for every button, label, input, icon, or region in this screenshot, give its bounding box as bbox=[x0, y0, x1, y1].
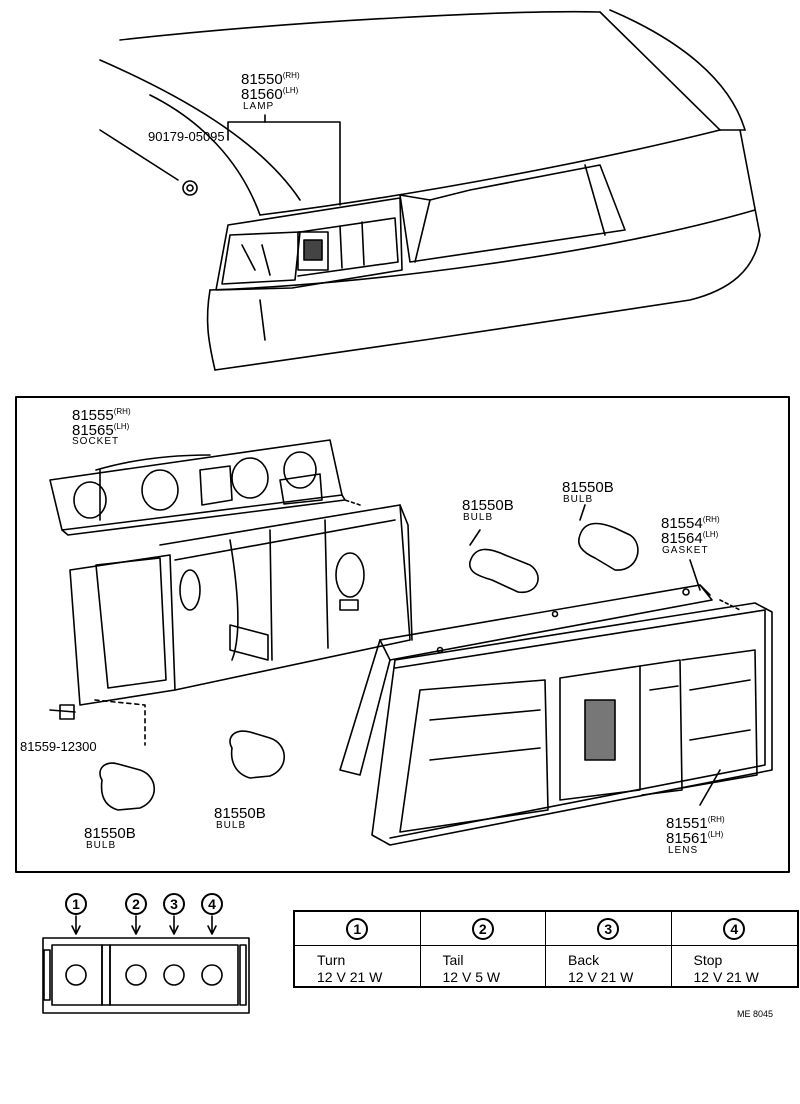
lamp-part-number-lh: 81560(LH) bbox=[241, 86, 299, 103]
lamp-housing-drawing bbox=[69, 504, 413, 706]
bulb-function: Tail bbox=[442, 952, 464, 968]
gasket-part-number-rh: 81554(RH) bbox=[661, 515, 720, 532]
header-number-2: 2 bbox=[471, 917, 494, 940]
bulb-spec-table: 1 2 3 4 Turn 12 V 21 W Tail 12 V 5 W Bac… bbox=[293, 910, 799, 988]
position-number-2: 2 bbox=[125, 893, 147, 915]
rh-tag: (RH) bbox=[282, 71, 300, 80]
bulb-lower-left-part-number: 81550B bbox=[84, 825, 136, 842]
lamp-pn-lh: 81560 bbox=[241, 86, 283, 103]
table-header-cell: 3 bbox=[546, 912, 672, 946]
table-header-cell: 1 bbox=[295, 912, 421, 946]
table-header-cell: 2 bbox=[420, 912, 546, 946]
lh-tag: (LH) bbox=[702, 530, 719, 539]
lens-caption: LENS bbox=[668, 845, 699, 856]
position-number-4: 4 bbox=[201, 893, 223, 915]
lh-tag: (LH) bbox=[282, 86, 299, 95]
car-rear-illustration bbox=[99, 9, 761, 371]
table-header-cell: 4 bbox=[671, 912, 797, 946]
bulb-spec: 12 V 5 W bbox=[442, 969, 501, 985]
header-number-4: 4 bbox=[723, 917, 746, 940]
socket-pn-lh: 81565 bbox=[72, 422, 114, 439]
table-cell: Tail 12 V 5 W bbox=[421, 946, 546, 986]
lens-part-number-rh: 81551(RH) bbox=[666, 815, 725, 832]
socket-plate-drawing bbox=[49, 439, 346, 536]
gasket-caption: GASKET bbox=[662, 545, 709, 556]
lens-pn-rh: 81551 bbox=[666, 815, 708, 832]
lamp-pn-rh: 81550 bbox=[241, 71, 283, 88]
table-cell: Back 12 V 21 W bbox=[546, 946, 672, 986]
header-number-3: 3 bbox=[597, 917, 620, 940]
lh-tag: (LH) bbox=[707, 830, 724, 839]
position-number-1: 1 bbox=[65, 893, 87, 915]
socket-part-number-rh: 81555(RH) bbox=[72, 407, 131, 424]
bulb-function: Stop bbox=[693, 952, 723, 968]
gasket-part-number-lh: 81564(LH) bbox=[661, 530, 719, 547]
position-number-3: 3 bbox=[163, 893, 185, 915]
bulb-right-part-number: 81550B bbox=[562, 479, 614, 496]
gasket-drawing bbox=[339, 584, 713, 776]
socket-caption: SOCKET bbox=[72, 436, 120, 447]
bulb-position-diagram bbox=[42, 915, 250, 1014]
header-number-1: 1 bbox=[346, 917, 369, 940]
lh-tag: (LH) bbox=[113, 422, 130, 431]
bulb-mid-part-number: 81550B bbox=[462, 497, 514, 514]
bulb-function: Turn bbox=[317, 952, 346, 968]
gasket-pn-rh: 81554 bbox=[661, 515, 703, 532]
bulb-mid-caption: BULB bbox=[463, 512, 494, 523]
rh-tag: (RH) bbox=[702, 515, 720, 524]
gasket-pn-lh: 81564 bbox=[661, 530, 703, 547]
bulb-right-caption: BULB bbox=[563, 494, 594, 505]
bulb-function: Back bbox=[568, 952, 600, 968]
lamp-part-number-rh: 81550(RH) bbox=[241, 71, 300, 88]
bulb-drawings bbox=[99, 522, 639, 811]
exploded-view-frame bbox=[15, 396, 790, 873]
bulb-spec: 12 V 21 W bbox=[317, 969, 383, 985]
table-cell: Stop 12 V 21 W bbox=[672, 946, 798, 986]
figure-code: ME 8045 bbox=[737, 1009, 774, 1019]
bulb-spec: 12 V 21 W bbox=[568, 969, 634, 985]
lamp-caption: LAMP bbox=[243, 101, 275, 112]
table-cell: Turn 12 V 21 W bbox=[295, 946, 421, 986]
lens-pn-lh: 81561 bbox=[666, 830, 708, 847]
socket-part-number-lh: 81565(LH) bbox=[72, 422, 130, 439]
screw-and-leaders bbox=[49, 469, 741, 806]
rh-tag: (RH) bbox=[707, 815, 725, 824]
bulb-spec: 12 V 21 W bbox=[693, 969, 759, 985]
bulb-lower-mid-caption: BULB bbox=[216, 820, 247, 831]
rh-tag: (RH) bbox=[113, 407, 131, 416]
bulb-lower-mid-part-number: 81550B bbox=[214, 805, 266, 822]
socket-pn-rh: 81555 bbox=[72, 407, 114, 424]
bulb-lower-left-caption: BULB bbox=[86, 840, 117, 851]
lens-drawing bbox=[371, 602, 773, 846]
screw-left-part-number: 81559-12300 bbox=[20, 739, 97, 754]
screw-top-part-number: 90179-05095 bbox=[148, 129, 225, 144]
lens-part-number-lh: 81561(LH) bbox=[666, 830, 724, 847]
